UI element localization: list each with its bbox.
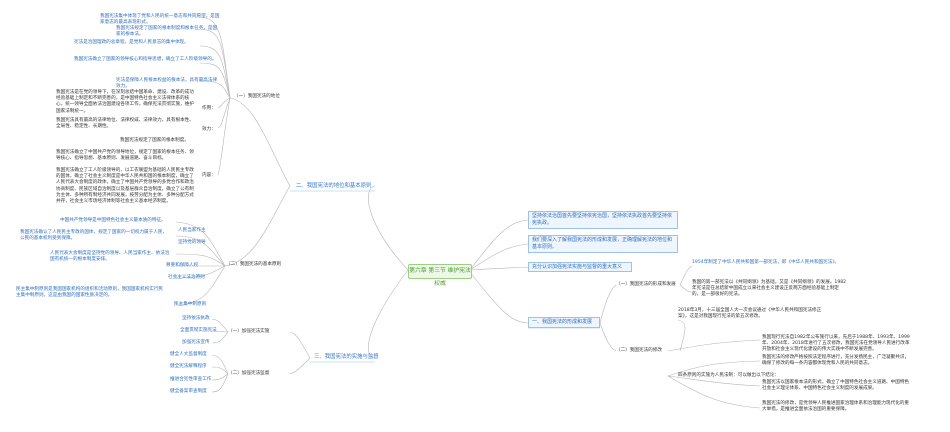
supervise-item-1: 健全人大监督制度 [170,352,207,357]
amendment-tag: 四条原则的实施为人民法制：可以做出以下结论： [678,373,780,378]
principle-item-3: 人民当家作主 [178,228,206,233]
status-item-1: 我国宪法集中体现了党和人民的统一意志和共同愿望，是国家意志的最高表现形式。 [100,14,220,26]
principle-item-9: 民主集中制原则 [174,302,207,307]
implement-item-2: 全面贯彻实施宪法 [180,328,217,333]
status-item-5: 宪法是保障人民根本权益的根本法，具有最高法律效力。 [116,78,218,90]
status-note-4: 我国宪法确立了中国共产党的领导地位，规定了国家的根本任务、领导核心、指导思想、基… [56,150,194,162]
principle-item-7: 社会主义法治原则 [168,275,205,280]
amendment-item-1: 2018年3月，十三届全国人大一次会议通过《中华人民共和国宪法修正案》，这是对我… [678,308,822,320]
amendment-item-3: 我国宪法的修改严格按照法定程序进行，充分发扬民主，广泛凝聚共识，确保了修改的每一… [762,355,910,367]
branch-formation[interactable]: 一、我国宪法的形成和发展 [528,317,600,328]
principle-item-5: 人民代表大会制度是坚持党的领导、人民当家作主、依法治国有机统一的根本制度安排。 [50,251,170,263]
root-topic[interactable]: 第六章 第三节 维护宪法权威 [408,264,472,287]
summary-box-1[interactable]: 坚持依法治国首先要坚持依宪治国，坚持依法执政首先要坚持依宪执政。 [528,211,678,229]
implement-item-1: 坚持依法执政 [182,316,210,321]
status-note-2: 我国宪法具有最高的法律地位、法律权威、法律效力，具有根本性、全局性、稳定性、长期… [56,118,194,130]
sub-status-label[interactable]: （一）我国宪法的地位 [234,94,280,99]
supervise-item-2: 健全宪法解释程序 [170,364,207,369]
principle-item-4: 坚持党的领导 [178,240,206,245]
principle-item-1: 中国共产党领导是中国特色社会主义最本质的特征。 [60,218,166,223]
summary-box-3[interactable]: 充分认识加强宪法实施与监督的重大意义 [528,262,632,272]
amendment-item-5: 我国宪法的修改，是党领导人民推进国家治理体系和治理能力现代化的重大举措，是推进全… [762,401,910,413]
status-note-1: 我国宪法是在党的领导下，在深刻总结中国革命、建设、改革的成功经验基础上制定和不断… [56,90,194,114]
formation-item-1: 1954年制定了中华人民共和国第一部宪法，即《中华人民共和国宪法》。 [692,260,840,265]
implement-item-3: 加强宪法宣传 [182,340,210,345]
principle-item-2: 我国宪法确认了人民民主专政的国体，规定了国家的一切权力属于人民，公民的基本权利受… [20,230,168,242]
supervise-item-4: 健全备案审查制度 [170,389,207,394]
status-item-2: 我国宪法规定了国家的根本制度和根本任务，是国家的根本法。 [116,26,218,38]
status-note-3: 我国宪法规定了国家的根本制度。 [120,138,189,143]
sub-principles-label[interactable]: （二）我国宪法的基本原则 [226,262,282,267]
tag-content: 内容： [202,173,216,178]
tag-effect: 效力： [202,127,216,132]
branch-constitution-status[interactable]: 二、我国宪法的地位和基本原则 [296,183,372,189]
principle-item-6: 尊重和保障人权 [166,263,199,268]
principle-item-8: 民主集中制原则是我国国家机构的组织和活动原则，我国国家机构实行民主集中制原则，这… [16,287,164,299]
amendment-item-2: 我国现行宪法自1982年公布施行以来，先后于1988年、1993年、1999年、… [762,335,910,353]
status-item-3: 宪法是治国理政的总章程，是党和人民意志的集中体现。 [74,40,189,45]
branch-implementation[interactable]: 三、我国宪法的实施与监督 [314,354,379,360]
status-item-4: 我国宪法确立了国家的领导核心和指导思想，确立了工人阶级领导的。 [74,57,217,62]
sub-supervise-label[interactable]: （二）加强宪法监督 [228,371,270,376]
sub-formation-label[interactable]: （一）我国宪法的形成和发展 [616,282,676,287]
formation-item-2: 我国的第一部宪法以《共同纲领》为基础，又是《共同纲领》的发展。1982年宪法是在… [692,280,847,298]
status-note-5: 我国宪法确立了工人阶级领导的、以工农联盟为基础的人民民主专政的国体，确立了社会主… [56,168,194,205]
sub-amendment-label[interactable]: （二）我国宪法的修改 [616,348,662,353]
sub-implement-label[interactable]: （一）加强宪法实施 [228,329,270,334]
tag-role: 作用： [202,106,216,111]
summary-box-2[interactable]: 我们要深入了解我国宪法的形成和发展，正确理解宪法的地位和基本原则。 [528,235,678,253]
supervise-item-3: 推进合宪性审查工作 [170,377,212,382]
amendment-item-4: 我国宪法以国家根本法的形式，确立了中国特色社会主义道路、中国特色社会主义理论体系… [762,380,910,392]
